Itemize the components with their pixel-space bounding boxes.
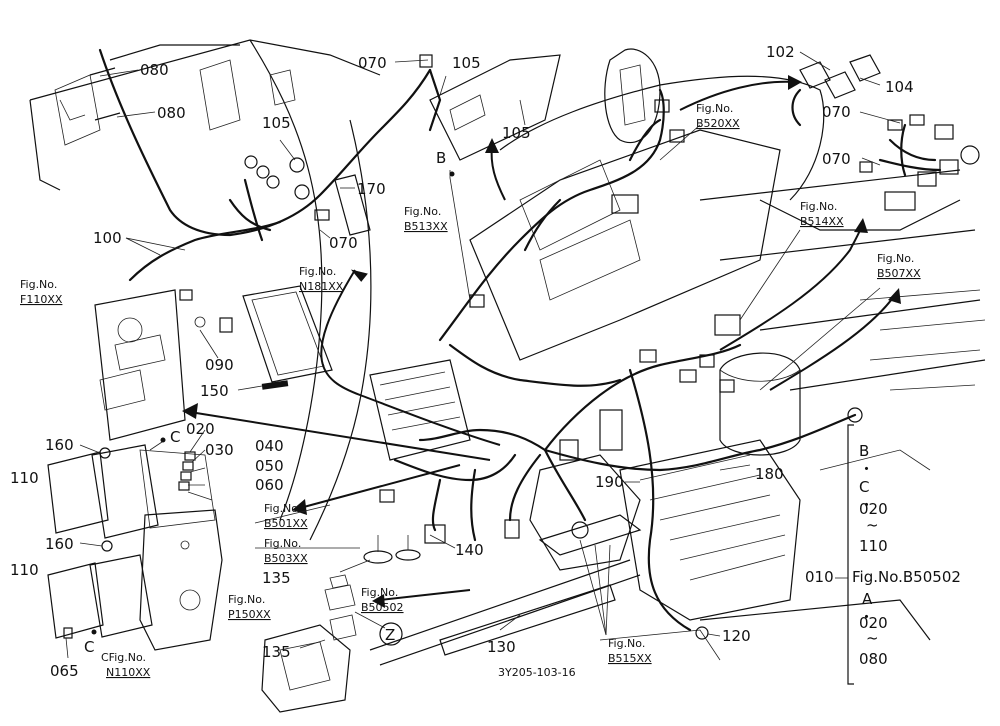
legend-110: 110	[859, 537, 888, 555]
marker-B: B	[436, 149, 446, 167]
legend-C: C	[859, 478, 869, 496]
callout-040: 040	[255, 437, 284, 455]
callout-060: 060	[255, 476, 284, 494]
callout-105-a: 105	[452, 54, 481, 72]
fig-ref-B507XX: B507XX	[877, 267, 921, 280]
fig-ref-label: CFig.No.	[101, 651, 146, 664]
callout-070-d: 070	[822, 150, 851, 168]
callout-104: 104	[885, 78, 914, 96]
callout-120: 120	[722, 627, 751, 645]
fig-ref-F110XX: F110XX	[20, 293, 63, 306]
fig-ref-P150XX: P150XX	[228, 608, 271, 621]
fig-ref-N181XX: N181XX	[299, 280, 344, 293]
fig-ref-B515XX: B515XX	[608, 652, 652, 665]
harness-wires	[98, 48, 942, 632]
callout-105-b: 105	[262, 114, 291, 132]
callout-130: 130	[487, 638, 516, 656]
callout-020: 020	[186, 420, 215, 438]
fig-ref-B520XX: B520XX	[696, 117, 740, 130]
reference-arrows	[182, 75, 901, 608]
fig-ref-label: Fig.No.	[264, 502, 301, 515]
callout-065: 065	[50, 662, 79, 680]
callout-160-a: 160	[45, 436, 74, 454]
legend-fig-B50502: Fig.No.B50502	[852, 568, 961, 586]
fig-ref-label: Fig.No.	[608, 637, 645, 650]
callout-090: 090	[205, 356, 234, 374]
legend-bracket	[847, 424, 854, 685]
fig-ref-label: Fig.No.	[20, 278, 57, 291]
fig-ref-label: Fig.No.	[800, 200, 837, 213]
fig-ref-B513XX: B513XX	[404, 220, 448, 233]
legend: B ・ C ・ 020 ~ 110 010 Fig.No.B50502 A ・ …	[805, 442, 961, 668]
figure-references: Fig.No. F110XX Fig.No. N181XX Fig.No. B5…	[20, 102, 921, 679]
legend-dot: ・	[859, 460, 874, 478]
callout-110-a: 110	[10, 469, 39, 487]
callout-135-b: 135	[262, 643, 291, 661]
z-marker	[379, 622, 403, 646]
callout-labels: 080 080 070 105 105 105 170 070 100 090 …	[10, 43, 914, 680]
callout-135-a: 135	[262, 569, 291, 587]
fig-ref-label: Fig.No.	[404, 205, 441, 218]
callout-100: 100	[93, 229, 122, 247]
callout-140: 140	[455, 541, 484, 559]
callout-050: 050	[255, 457, 284, 475]
fig-ref-B50502: B50502	[361, 601, 404, 614]
callout-105-c: 105	[502, 124, 531, 142]
callout-102: 102	[766, 43, 795, 61]
fig-ref-label: Fig.No.	[299, 265, 336, 278]
legend-080: 080	[859, 650, 888, 668]
marker-C-lower: C	[84, 638, 94, 656]
legend-tilde: ~	[866, 516, 879, 534]
legend-010: 010	[805, 568, 834, 586]
leader-lines	[65, 51, 901, 659]
marker-Z: Z	[385, 626, 395, 644]
callout-080-a: 080	[140, 61, 169, 79]
callout-110-b: 110	[10, 561, 39, 579]
callout-070-b: 070	[329, 234, 358, 252]
callout-190: 190	[595, 473, 624, 491]
legend-020-b: 020	[859, 614, 888, 632]
callout-150: 150	[200, 382, 229, 400]
fig-ref-B503XX: B503XX	[264, 552, 308, 565]
callout-070-a: 070	[358, 54, 387, 72]
marker-C-upper: C	[170, 428, 180, 446]
fig-ref-label: Fig.No.	[361, 586, 398, 599]
callout-180: 180	[755, 465, 784, 483]
legend-A: A	[862, 590, 873, 608]
callout-030: 030	[205, 441, 234, 459]
fig-ref-label: Fig.No.	[264, 537, 301, 550]
fig-ref-B514XX: B514XX	[800, 215, 844, 228]
fig-ref-N110XX: N110XX	[106, 666, 151, 679]
fig-ref-label: Fig.No.	[228, 593, 265, 606]
legend-dot: ・	[859, 608, 874, 626]
callout-170: 170	[357, 180, 386, 198]
legend-dot: ・	[859, 496, 874, 514]
fig-ref-B501XX: B501XX	[264, 517, 308, 530]
drawing-code: 3Y205-103-16	[498, 666, 576, 679]
fig-ref-label: Fig.No.	[877, 252, 914, 265]
fig-ref-label: Fig.No.	[696, 102, 733, 115]
legend-020: 020	[859, 500, 888, 518]
legend-tilde: ~	[866, 629, 879, 647]
callout-080-b: 080	[157, 104, 186, 122]
callout-070-c: 070	[822, 103, 851, 121]
callout-160-b: 160	[45, 535, 74, 553]
legend-B: B	[859, 442, 869, 460]
